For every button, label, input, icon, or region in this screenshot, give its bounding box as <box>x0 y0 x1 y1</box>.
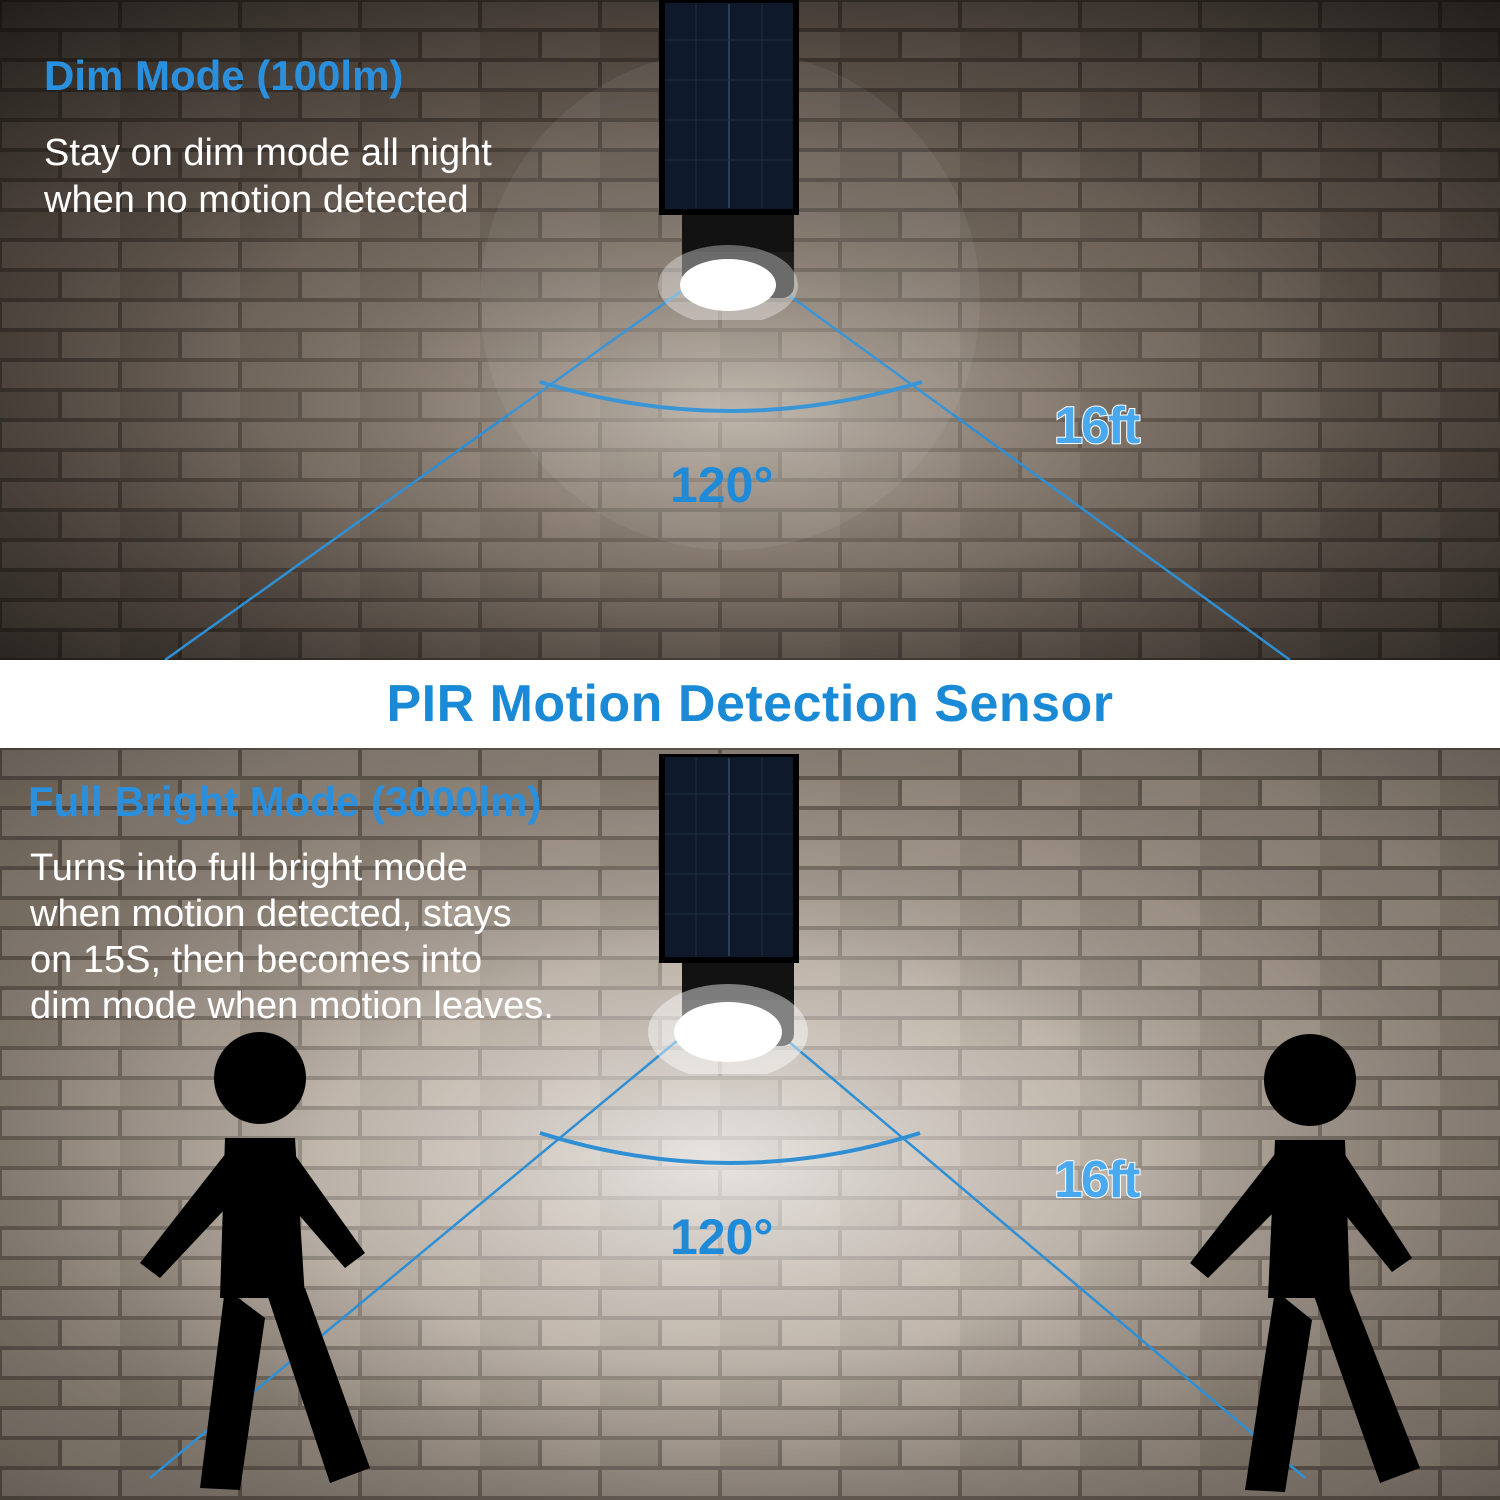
dim-mode-angle-label: 120° <box>670 457 774 513</box>
dim-mode-panel <box>0 0 1500 660</box>
bright-mode-title: Full Bright Mode (3000lm) <box>28 778 542 825</box>
walking-person-icon <box>1190 1034 1420 1492</box>
feature-banner: PIR Motion Detection Sensor <box>0 660 1500 748</box>
solar-panel-icon <box>648 754 808 1074</box>
dim-mode-description: Stay on dim mode all night when no motio… <box>44 130 492 224</box>
walking-person-icon <box>140 1032 370 1490</box>
dim-mode-distance-label: 16ft <box>1053 396 1142 456</box>
bright-mode-description-line: when motion detected, stays <box>30 893 512 935</box>
bright-mode-description-line: dim mode when motion leaves. <box>30 985 554 1027</box>
bright-mode-description-line: on 15S, then becomes into <box>30 939 483 981</box>
bright-mode-angle-label: 120° <box>670 1209 774 1265</box>
bright-mode-panel <box>0 748 1500 1500</box>
bright-mode-distance-label: 16ft <box>1053 1150 1142 1210</box>
dim-mode-description-line: when no motion detected <box>44 179 469 221</box>
banner-title: PIR Motion Detection Sensor <box>386 675 1114 733</box>
dim-mode-title: Dim Mode (100lm) <box>44 52 404 99</box>
bright-mode-description: Turns into full bright mode when motion … <box>30 845 554 1029</box>
dim-mode-description-line: Stay on dim mode all night <box>44 132 492 174</box>
bright-mode-description-line: Turns into full bright mode <box>30 847 468 889</box>
solar-panel-icon <box>658 0 799 320</box>
